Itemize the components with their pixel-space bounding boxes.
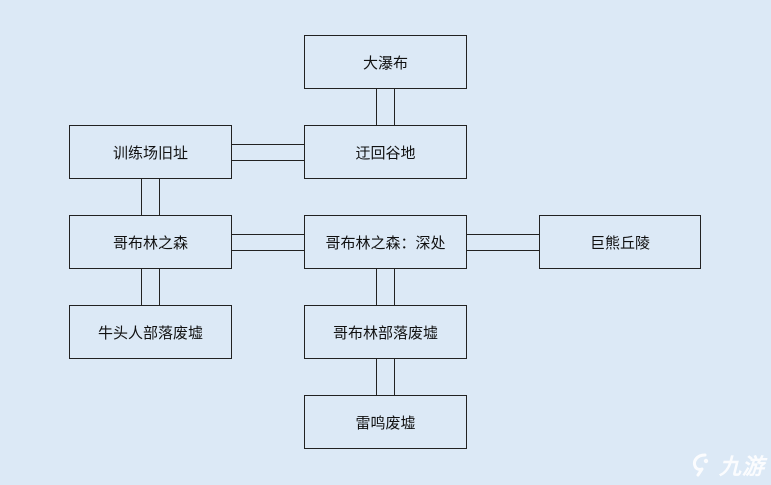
node-label: 迂回谷地 bbox=[355, 143, 416, 162]
node-giant-bear-hills[interactable]: 巨熊丘陵 bbox=[539, 215, 701, 269]
connector-waterfall-winding-valley bbox=[376, 89, 395, 125]
node-label: 哥布林之森：深处 bbox=[325, 233, 446, 252]
node-waterfall[interactable]: 大瀑布 bbox=[304, 35, 467, 89]
node-minotaur-ruins[interactable]: 牛头人部落废墟 bbox=[69, 305, 232, 359]
jiuyou-logo-icon bbox=[693, 453, 709, 477]
node-thunder-ruins[interactable]: 雷鸣废墟 bbox=[304, 395, 467, 449]
node-label: 牛头人部落废墟 bbox=[97, 323, 203, 342]
connector-goblin-forest-minotaur-ruins bbox=[141, 269, 160, 305]
connector-goblin-tribe-ruins-thunder-ruins bbox=[376, 359, 395, 395]
node-label: 雷鸣废墟 bbox=[355, 413, 416, 432]
node-goblin-tribe-ruins[interactable]: 哥布林部落废墟 bbox=[304, 305, 467, 359]
connector-depths-giant-bear-hills bbox=[467, 234, 540, 251]
node-training-ruins[interactable]: 训练场旧址 bbox=[69, 125, 232, 179]
node-winding-valley[interactable]: 迂回谷地 bbox=[304, 125, 467, 179]
connector-training-ruins-winding-valley bbox=[232, 144, 305, 161]
connector-depths-goblin-tribe-ruins bbox=[376, 269, 395, 305]
node-goblin-forest[interactable]: 哥布林之森 bbox=[69, 215, 232, 269]
watermark-text: 九游 bbox=[718, 455, 765, 480]
node-label: 训练场旧址 bbox=[112, 143, 188, 162]
connector-goblin-forest-depths bbox=[232, 234, 305, 251]
node-label: 哥布林之森 bbox=[112, 233, 188, 252]
node-label: 大瀑布 bbox=[362, 53, 408, 72]
watermark: 九游 bbox=[689, 449, 765, 481]
node-label: 哥布林部落废墟 bbox=[332, 323, 438, 342]
connector-training-ruins-goblin-forest bbox=[141, 179, 160, 215]
node-label: 巨熊丘陵 bbox=[589, 233, 650, 252]
node-goblin-forest-depths[interactable]: 哥布林之森：深处 bbox=[304, 215, 467, 269]
